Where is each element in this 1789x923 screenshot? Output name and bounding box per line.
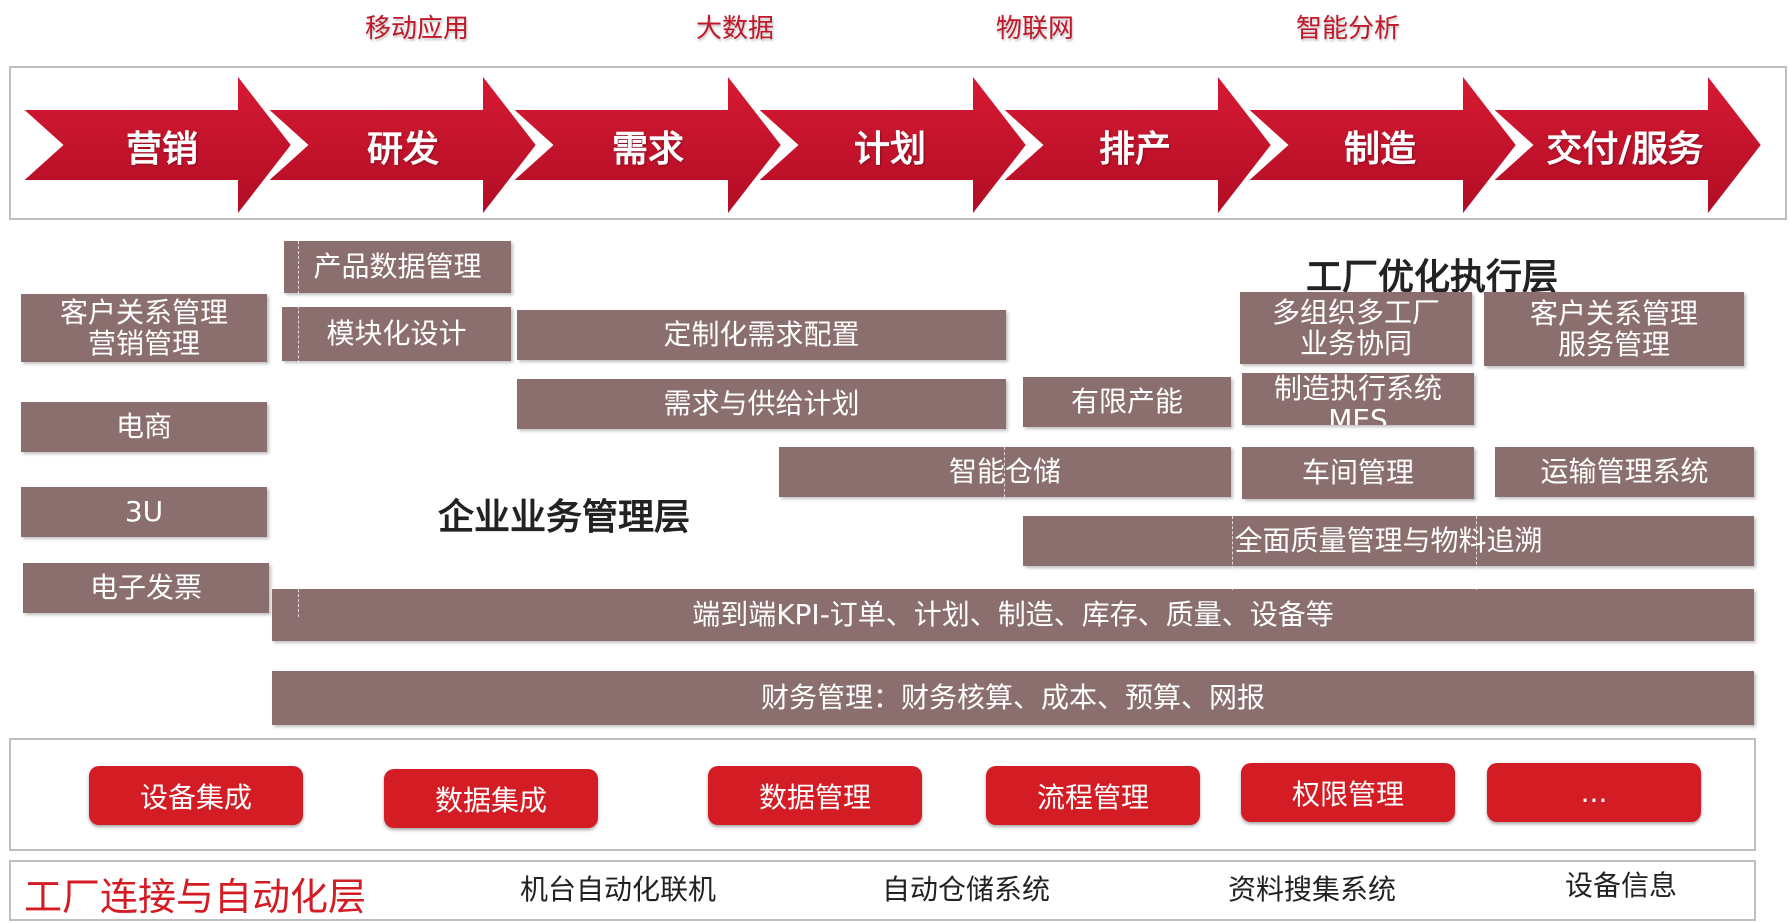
- module-multi-org-line1: 多组织多工厂: [1271, 295, 1440, 329]
- module-multi-org: 多组织多工厂 业务协同: [1240, 292, 1472, 364]
- stage-arrow-delivery: [1489, 74, 1762, 216]
- tech-label-iot: 物联网: [996, 14, 1075, 44]
- tech-label-mobile: 移动应用: [365, 14, 470, 44]
- module-crm-service-line1: 客户关系管理: [1529, 296, 1698, 330]
- stage-label-demand: 需求: [611, 129, 685, 170]
- module-smart-warehouse: 智能仓储: [779, 447, 1231, 497]
- stage-label-manufacturing: 制造: [1343, 129, 1417, 170]
- stage-label-plan: 计划: [853, 129, 927, 170]
- module-crm-marketing: 客户关系管理 营销管理: [21, 294, 267, 362]
- stage-label-marketing: 营销: [125, 129, 199, 170]
- module-tms: 运输管理系统: [1495, 447, 1754, 497]
- module-workshop: 车间管理: [1242, 447, 1474, 499]
- module-crm-marketing-line2: 营销管理: [87, 327, 200, 360]
- module-crm-service: 客户关系管理 服务管理: [1484, 292, 1744, 366]
- platform-permission-management: 权限管理: [1241, 763, 1455, 822]
- stage-divider: [1476, 516, 1477, 590]
- connection-item-data-collection: 资料搜集系统: [1228, 873, 1397, 906]
- module-multi-org-line2: 业务协同: [1299, 327, 1412, 360]
- platform-device-integration: 设备集成: [89, 766, 303, 825]
- stage-label-scheduling: 排产: [1098, 129, 1172, 170]
- stage-label-delivery: 交付/服务: [1546, 129, 1704, 170]
- module-custom-config: 定制化需求配置: [517, 310, 1006, 360]
- stage-divider: [1232, 516, 1233, 590]
- platform-process-management: 流程管理: [986, 766, 1200, 825]
- value-chain-arrows: [22, 74, 1762, 216]
- platform-data-management: 数据管理: [708, 766, 922, 825]
- layer-title-factory-execution: 工厂优化执行层: [1306, 257, 1559, 298]
- module-crm-service-line2: 服务管理: [1557, 328, 1670, 361]
- module-mes-line1: 制造执行系统: [1273, 373, 1442, 405]
- module-pdm: 产品数据管理: [284, 241, 511, 293]
- layer-title-connection: 工厂连接与自动化层: [24, 875, 367, 919]
- tech-label-analytics: 智能分析: [1296, 14, 1401, 44]
- module-crm-marketing-line1: 客户关系管理: [59, 295, 228, 329]
- stage-divider: [1004, 447, 1005, 497]
- module-finance: 财务管理：财务核算、成本、预算、网报: [272, 671, 1754, 725]
- value-chain-frame: [9, 66, 1787, 220]
- module-3u: 3U: [21, 487, 267, 537]
- connection-item-equipment-info: 设备信息: [1565, 869, 1678, 902]
- connection-item-machine-automation: 机台自动化联机: [520, 873, 717, 906]
- stage-arrow-marketing: [22, 74, 294, 216]
- tech-label-bigdata: 大数据: [696, 14, 775, 44]
- module-finite-capacity: 有限产能: [1023, 377, 1231, 427]
- connection-frame: [9, 860, 1756, 921]
- module-mes-line2: MES: [1328, 403, 1388, 425]
- module-quality: 全面质量管理与物料追溯: [1023, 516, 1754, 566]
- stage-arrow-manufacturing: [1244, 74, 1519, 216]
- module-ecommerce: 电商: [21, 402, 267, 452]
- stage-divider: [298, 241, 299, 617]
- stage-arrow-scheduling: [999, 74, 1274, 216]
- module-kpi: 端到端KPI-订单、计划、制造、库存、质量、设备等: [272, 589, 1754, 641]
- module-demand-supply-plan: 需求与供给计划: [517, 379, 1006, 429]
- module-modular-design: 模块化设计: [282, 307, 511, 361]
- platform-frame: [9, 738, 1756, 851]
- platform-data-integration: 数据集成: [384, 769, 598, 828]
- stage-label-rnd: 研发: [366, 129, 440, 170]
- layer-title-enterprise: 企业业务管理层: [438, 497, 691, 538]
- module-einvoice: 电子发票: [23, 563, 269, 613]
- stage-arrow-rnd: [264, 74, 539, 216]
- platform-more: ...: [1487, 763, 1701, 822]
- module-mes: 制造执行系统 MES: [1242, 373, 1474, 425]
- connection-item-auto-warehouse: 自动仓储系统: [882, 873, 1051, 906]
- stage-arrow-plan: [754, 74, 1029, 216]
- stage-arrow-demand: [509, 74, 784, 216]
